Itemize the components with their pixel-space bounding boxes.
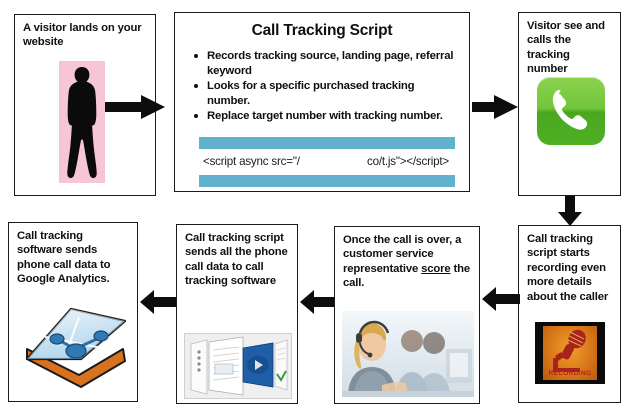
arrow-software-to-analytics <box>140 288 176 316</box>
arrow-csr-to-software <box>300 288 334 316</box>
step-csr-scores-call-label: Once the call is over, a customer servic… <box>343 233 472 291</box>
call-tracking-software-image <box>184 333 292 399</box>
code-highlight-bar-bottom <box>199 174 455 187</box>
script-code-block: <script async src="/ co/t.js"></script> <box>199 136 455 187</box>
list-item: Looks for a specific purchased tracking … <box>194 79 459 108</box>
csr-text-before: Once the call is over, a customer servic… <box>343 234 462 275</box>
step-recording-details-label: Call tracking script starts recording ev… <box>527 233 609 303</box>
step-call-tracking-script: Call Tracking Script Records tracking so… <box>174 12 470 192</box>
list-item: Replace target number with tracking numb… <box>194 109 459 124</box>
visitor-silhouette-icon <box>59 61 105 183</box>
step-sends-to-software: Call tracking script sends all the phone… <box>176 224 298 404</box>
call-center-photo <box>342 311 474 397</box>
step-visitor-calls: Visitor see and calls the tracking numbe… <box>518 12 621 196</box>
arrow-recording-to-csr <box>482 285 520 313</box>
recording-icon-panel: RECORDING <box>543 326 597 380</box>
arrow-call-to-recording <box>556 196 584 226</box>
google-analytics-chart-icon <box>21 301 129 397</box>
phone-icon <box>537 77 605 145</box>
step-sends-to-google-analytics-label: Call tracking software sends phone call … <box>17 230 111 286</box>
code-snippet-prefix: <script async src="/ <box>203 155 300 169</box>
step-visitor-lands-label: A visitor lands on your website <box>23 22 142 49</box>
arrow-script-to-call <box>472 93 518 121</box>
step-visitor-calls-label: Visitor see and calls the tracking numbe… <box>527 20 605 76</box>
code-highlight-bar-top <box>199 136 455 149</box>
step-recording-details: Call tracking script starts recording ev… <box>518 225 621 403</box>
step-csr-scores-call: Once the call is over, a customer servic… <box>334 226 480 404</box>
csr-text-underlined: score <box>421 262 451 275</box>
csr-text-after: the call. <box>343 262 471 290</box>
arrow-visitor-to-script <box>105 93 167 121</box>
script-card-title: Call Tracking Script <box>251 22 393 39</box>
step-sends-to-google-analytics: Call tracking software sends phone call … <box>8 222 138 402</box>
script-bullet-list: Records tracking source, landing page, r… <box>189 49 459 124</box>
list-item: Records tracking source, landing page, r… <box>194 49 459 78</box>
code-snippet-suffix: co/t.js"></script> <box>366 155 449 169</box>
recording-icon-label: RECORDING <box>548 370 592 377</box>
recording-icon: RECORDING <box>535 322 605 384</box>
step-sends-to-software-label: Call tracking script sends all the phone… <box>185 232 288 288</box>
code-snippet-line: <script async src="/ co/t.js"></script> <box>199 149 455 175</box>
